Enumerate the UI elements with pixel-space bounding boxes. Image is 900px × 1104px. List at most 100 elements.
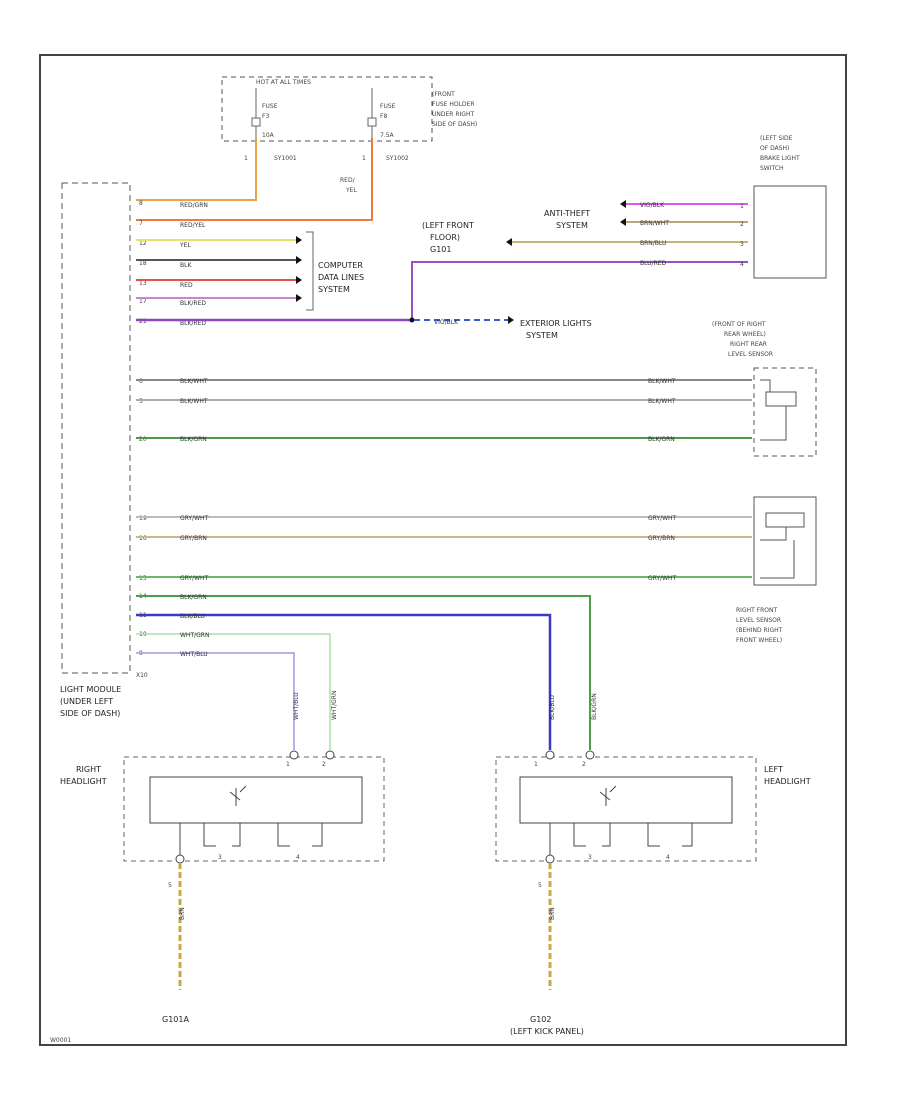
diagram-text-label: RED/YEL xyxy=(180,222,206,229)
diagram-text-label: WHT/GRN xyxy=(180,632,209,639)
diagram-text-label: BLK/GRN xyxy=(180,594,207,601)
diagram-text-label: 5 xyxy=(168,882,172,889)
diagram-text-label: BRN/BLU xyxy=(640,240,666,247)
diagram-text-label: LIGHT MODULE xyxy=(60,685,121,694)
diagram-text-label: G102 xyxy=(530,1015,551,1024)
diagram-text-label: 1 xyxy=(286,761,290,768)
right-headlight: RIGHT HEADLIGHT 1 2 3 4 5 xyxy=(60,750,385,889)
exterior-lights-label: EXTERIOR LIGHTS SYSTEM xyxy=(520,319,592,340)
diagram-text-label: BLK/WHT xyxy=(180,398,208,405)
diagram-text-label: BLK/WHT xyxy=(180,378,208,385)
diagram-text-label: 16 xyxy=(139,535,147,542)
diagram-text-label: BRN xyxy=(549,907,556,920)
diagram-text-label: YEL xyxy=(345,187,357,194)
diagram-text-label: BLK/RED xyxy=(180,320,206,327)
diagram-text-label: GRY/BRN xyxy=(180,535,207,542)
diagram-text-label: SIDE OF DASH) xyxy=(60,709,120,718)
diagram-text-label: BLK/GRN xyxy=(180,436,207,443)
diagram-text-label: 4 xyxy=(740,261,744,268)
diagram-text-label: RIGHT xyxy=(76,765,101,774)
diagram-text-label: (LEFT KICK PANEL) xyxy=(510,1027,584,1036)
diagram-text-label: SIDE OF DASH) xyxy=(432,121,477,128)
diagram-text-label: YEL xyxy=(179,242,191,249)
diagram-text-label: 7 xyxy=(139,220,143,227)
diagram-text-label: VIO/BLK xyxy=(434,319,459,326)
diagram-text-label: COMPUTER xyxy=(318,261,363,270)
diagram-text-label: GRY/BRN xyxy=(648,535,675,542)
diagram-text-label: 1 xyxy=(362,155,366,162)
light-module: X10 LIGHT MODULE (UNDER LEFT SIDE OF DAS… xyxy=(60,182,148,718)
diagram-text-label: 4 xyxy=(296,854,300,861)
right-front-level-sensor: RIGHT FRONT LEVEL SENSOR (BEHIND RIGHT F… xyxy=(736,496,817,644)
diagram-text-label: G101 xyxy=(430,245,451,254)
diagram-text-label: 1 xyxy=(534,761,538,768)
ground-right: G101A xyxy=(162,1015,189,1024)
diagram-text-label: BLK/GRN xyxy=(648,436,675,443)
diagram-text-label: 15 xyxy=(139,575,147,582)
diagram-text-label: 4 xyxy=(666,854,670,861)
diagram-text-label: G101A xyxy=(162,1015,189,1024)
diagram-text-label: 5 xyxy=(538,882,542,889)
diagram-text-label: 13 xyxy=(139,280,147,287)
fuse-box-header: HOT AT ALL TIMES xyxy=(256,79,311,86)
diagram-text-label: WHT/BLU xyxy=(293,692,300,720)
diagram-text-label: BLK/WHT xyxy=(648,378,676,385)
diagram-text-label: HEADLIGHT xyxy=(60,777,107,786)
module-pins: 8 7 12 18 13 17 21 6 5 20 19 16 15 14 11… xyxy=(139,200,147,657)
diagram-text-label: (BEHIND RIGHT xyxy=(736,627,783,634)
diagram-text-label: SWITCH xyxy=(760,165,784,172)
diagram-text-label: 8 xyxy=(139,200,143,207)
diagram-text-label: BRAKE LIGHT xyxy=(760,155,800,162)
diagram-text-label: GRY/WHT xyxy=(648,515,677,522)
diagram-text-label: (UNDER LEFT xyxy=(60,697,113,706)
diagram-text-label: RED/GRN xyxy=(180,202,208,209)
fuse-box: HOT AT ALL TIMES FUSE F3 10A FUSE F8 7.5… xyxy=(221,76,477,194)
diagram-text-label: 7.5A xyxy=(380,132,395,139)
diagram-text-label: 2 xyxy=(322,761,326,768)
diagram-text-label: SYSTEM xyxy=(526,331,558,340)
diagram-text-label: BLK/BLU xyxy=(180,613,205,620)
diagram-text-label: F8 xyxy=(380,113,387,120)
diagram-text-label: (FRONT OF RIGHT xyxy=(712,321,766,328)
diagram-text-label: 1 xyxy=(740,203,744,210)
diagram-text-label: (FRONT xyxy=(432,91,455,98)
diagram-text-label: HEADLIGHT xyxy=(764,777,811,786)
diagram-text-label: 19 xyxy=(139,515,147,522)
diagram-text-label: 10A xyxy=(262,132,275,139)
diagram-text-label: 6 xyxy=(139,378,143,385)
diagram-text-label: SY1002 xyxy=(386,155,409,162)
diagram-text-label: 2 xyxy=(740,221,744,228)
diagram-text-label: LEVEL SENSOR xyxy=(728,351,773,358)
module-wire-labels: RED/GRN RED/YEL YEL BLK RED BLK/RED BLK/… xyxy=(179,202,208,327)
diagram-text-label: LEVEL SENSOR xyxy=(736,617,781,624)
diagram-id: W0001 xyxy=(50,1037,71,1044)
diagram-text-label: RED/ xyxy=(340,177,356,184)
diagram-text-label: 2 xyxy=(582,761,586,768)
diagram-text-label: FUSE xyxy=(262,103,278,110)
diagram-text-label: RIGHT REAR xyxy=(730,341,767,348)
diagram-text-label: EXTERIOR LIGHTS xyxy=(520,319,592,328)
diagram-text-label: 5 xyxy=(139,398,143,405)
right-rear-level-sensor: (FRONT OF RIGHT REAR WHEEL) RIGHT REAR L… xyxy=(712,321,817,457)
diagram-text-label: LEFT xyxy=(764,765,783,774)
diagram-text-label: (LEFT FRONT xyxy=(422,221,474,230)
diagram-text-label: (LEFT SIDE xyxy=(760,135,793,142)
diagram-text-label: RED xyxy=(180,282,193,289)
diagram-text-label: WHT/BLU xyxy=(180,651,208,658)
diagram-text-label: GRY/WHT xyxy=(180,575,209,582)
diagram-text-label: BRN xyxy=(179,907,186,920)
diagram-text-label: 1 xyxy=(244,155,248,162)
diagram-text-label: RIGHT FRONT xyxy=(736,607,778,614)
diagram-text-label: 3 xyxy=(218,854,222,861)
diagram-text-label: GRY/WHT xyxy=(180,515,209,522)
diagram-text-label: BLK/BLU xyxy=(549,695,556,720)
diagram-text-label: F3 xyxy=(262,113,269,120)
left-headlight: LEFT HEADLIGHT 1 2 3 4 5 xyxy=(495,750,811,889)
diagram-text-label: FUSE HOLDER xyxy=(432,101,475,108)
diagram-text-label: SY1001 xyxy=(274,155,297,162)
anti-theft-label: ANTI-THEFT SYSTEM xyxy=(544,209,590,230)
diagram-text-label: BLK/RED xyxy=(180,300,206,307)
computer-data-lines-label: COMPUTER DATA LINES SYSTEM xyxy=(318,261,364,294)
diagram-text-label: DATA LINES xyxy=(318,273,364,282)
diagram-text-label: VIO/BLK xyxy=(640,202,665,209)
